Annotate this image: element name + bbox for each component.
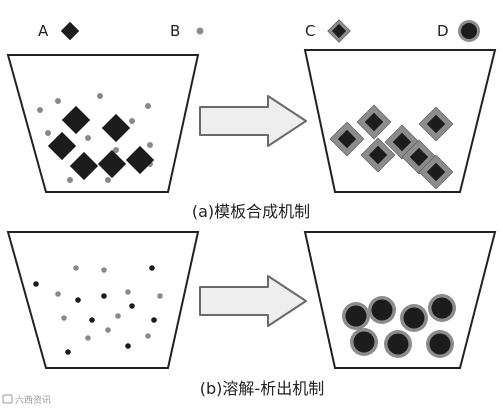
caption-a: (a)模板合成机制	[192, 202, 310, 221]
watermark: 六西资讯	[2, 394, 51, 406]
b-particles	[37, 93, 153, 183]
black-dot	[129, 303, 135, 309]
a-particles	[47, 105, 155, 181]
black-dot	[101, 293, 107, 299]
c-diamond-core	[337, 129, 357, 149]
a-diamond	[97, 149, 127, 179]
legend-label-b: B	[170, 22, 180, 40]
black-dot	[125, 343, 131, 349]
legend-swatch-d-core	[461, 23, 477, 39]
b-dot	[85, 135, 91, 141]
legend: A B C D	[38, 19, 480, 43]
c-diamond-core	[364, 112, 384, 132]
legend-label-a: A	[38, 22, 49, 40]
panel-a-left-beaker	[6, 54, 200, 193]
beaker-outline	[303, 49, 497, 193]
black-dot	[149, 265, 155, 271]
legend-swatch-c-core	[331, 23, 347, 39]
b-dot	[113, 147, 119, 153]
c-particles	[329, 104, 454, 190]
black-dot	[65, 349, 71, 355]
b-dot	[45, 130, 51, 136]
b-dot	[145, 103, 151, 109]
b-dot	[67, 177, 73, 183]
solution-particles	[33, 265, 163, 355]
d-particles	[342, 294, 456, 358]
d-circle-core	[387, 333, 409, 355]
beaker-outline	[6, 54, 200, 193]
gray-dot	[157, 293, 163, 299]
panel-a-right-beaker	[303, 49, 497, 193]
d-circle-core	[431, 297, 453, 319]
c-diamond-core	[392, 132, 412, 152]
gray-dot	[145, 333, 151, 339]
legend-swatch-b	[196, 27, 204, 35]
b-dot	[147, 142, 153, 148]
gray-dot	[115, 313, 121, 319]
gray-dot	[73, 265, 79, 271]
d-circle-core	[371, 299, 393, 321]
a-diamond	[101, 113, 131, 143]
c-diamond-core	[409, 147, 429, 167]
black-dot	[75, 297, 81, 303]
watermark-text: 六西资讯	[15, 394, 51, 406]
b-dot	[55, 98, 61, 104]
a-diamond	[47, 131, 77, 161]
b-dot	[37, 107, 43, 113]
gray-dot	[125, 289, 131, 295]
gray-dot	[85, 335, 91, 341]
b-dot	[97, 93, 103, 99]
b-dot	[105, 177, 111, 183]
legend-label-c: C	[305, 22, 315, 40]
panel-b-arrow	[199, 275, 307, 327]
d-circle-core	[429, 333, 451, 355]
panel-b-right-beaker	[303, 231, 497, 369]
beaker-outline	[6, 231, 200, 369]
d-circle-core	[353, 331, 375, 353]
c-diamond-core	[368, 145, 388, 165]
panel-a-arrow	[199, 95, 307, 147]
a-diamond	[61, 105, 91, 135]
black-dot	[151, 317, 157, 323]
legend-label-d: D	[437, 22, 449, 40]
c-diamond-core	[426, 162, 446, 182]
gray-dot	[55, 291, 61, 297]
gray-dot	[61, 315, 67, 321]
b-dot	[129, 118, 135, 124]
gray-dot	[101, 267, 107, 273]
legend-swatch-a	[60, 21, 80, 41]
c-diamond-core	[426, 114, 446, 134]
a-diamond	[125, 145, 155, 175]
caption-b: (b)溶解-析出机制	[200, 379, 324, 398]
beaker-outline	[303, 231, 497, 369]
gray-dot	[105, 327, 111, 333]
panel-b-left-beaker	[6, 231, 200, 369]
d-circle-core	[403, 307, 425, 329]
black-dot	[33, 281, 39, 287]
a-diamond	[69, 151, 99, 181]
black-dot	[89, 317, 95, 323]
watermark-logo-icon	[2, 394, 13, 404]
d-circle-core	[345, 305, 367, 327]
